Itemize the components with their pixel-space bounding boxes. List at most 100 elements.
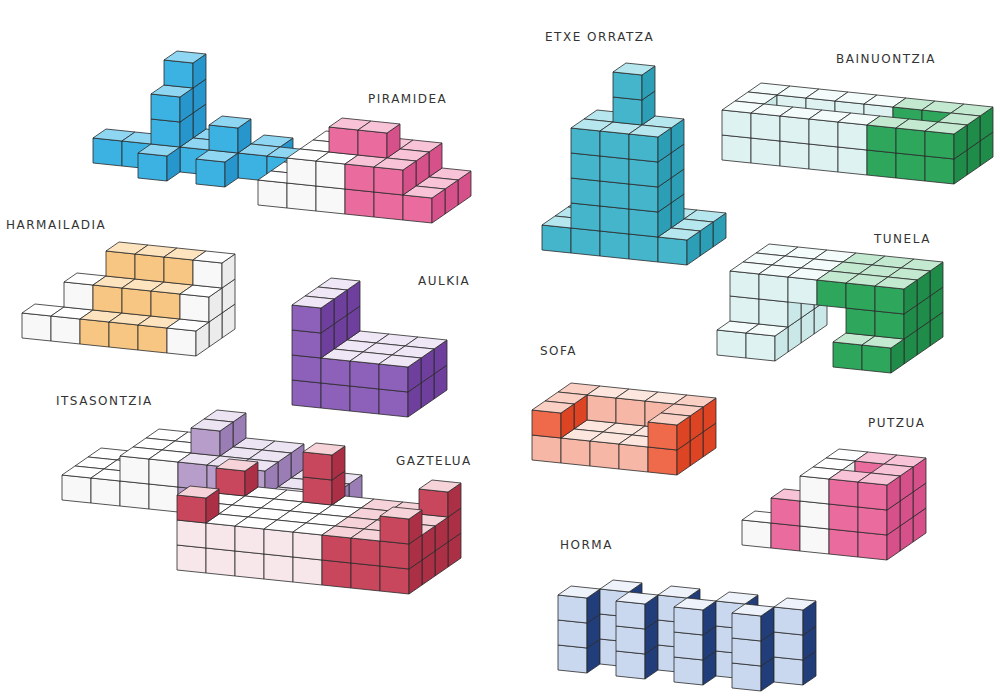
cube-face <box>149 484 178 512</box>
cube-face <box>206 523 235 551</box>
cube-face <box>616 626 645 654</box>
cube-face <box>258 180 287 208</box>
cube-face <box>287 183 316 211</box>
cube-face <box>759 274 788 302</box>
cube-face <box>358 130 387 158</box>
cube-face <box>138 325 167 353</box>
cube-face <box>600 131 629 159</box>
cube-face <box>532 435 561 463</box>
cube-face <box>838 147 867 175</box>
cube-face <box>561 438 590 466</box>
cube-face <box>380 541 409 569</box>
cube-face <box>809 144 838 172</box>
cube-face <box>358 121 400 133</box>
cube-face <box>532 410 561 438</box>
cube-face <box>216 468 245 496</box>
cube-face <box>91 478 120 506</box>
cube-face <box>674 632 703 660</box>
cube-face <box>80 319 109 347</box>
cube-face <box>149 459 178 487</box>
cube-face <box>216 459 258 471</box>
cube-face <box>419 489 448 517</box>
cube-face <box>571 128 600 156</box>
cube-face <box>303 443 345 455</box>
cube-face <box>613 63 655 75</box>
cube-face <box>209 116 251 128</box>
cube-face <box>571 178 600 206</box>
cube-face <box>351 563 380 591</box>
cube-face <box>858 473 900 485</box>
cube-face <box>829 479 858 507</box>
cube-face <box>648 447 677 475</box>
cube-face <box>177 495 206 523</box>
cube-face <box>379 389 408 417</box>
cube-face <box>780 141 809 169</box>
cube-face <box>613 72 642 100</box>
cube-face <box>629 234 658 262</box>
cube-face <box>817 280 846 308</box>
cube-face <box>350 361 379 389</box>
cube-face <box>925 156 954 184</box>
cube-face <box>925 122 967 134</box>
cube-face <box>571 203 600 231</box>
cube-face <box>379 364 408 392</box>
cube-face <box>587 395 616 423</box>
figure-label: PUTZUA <box>868 416 926 430</box>
cube-face <box>809 119 838 147</box>
cube-face <box>532 401 574 413</box>
cube-face <box>571 228 600 256</box>
cube-face <box>732 638 761 666</box>
cube-face <box>629 184 658 212</box>
cube-face <box>846 308 875 336</box>
cube-face <box>629 209 658 237</box>
cube-face <box>177 545 206 573</box>
cube-face <box>896 153 925 181</box>
cube-face <box>616 651 645 679</box>
cube-face <box>51 316 80 344</box>
cube-face <box>22 313 51 341</box>
cube-face <box>925 131 954 159</box>
cube-face <box>380 516 409 544</box>
cube-face <box>858 532 887 560</box>
cube-face <box>193 251 235 263</box>
cube-face <box>732 613 761 641</box>
cube-face <box>350 386 379 414</box>
cube-face <box>751 113 780 141</box>
cube-face <box>571 153 600 181</box>
cube-face <box>875 286 904 314</box>
cube-face <box>600 181 629 209</box>
cube-face <box>833 342 862 370</box>
cube-face <box>316 186 345 214</box>
cube-face <box>177 486 219 498</box>
cube-face <box>322 560 351 588</box>
cube-face <box>264 554 293 582</box>
cube-face <box>303 477 332 505</box>
cube-face <box>600 206 629 234</box>
cube-face <box>867 125 896 153</box>
cube-face <box>658 586 700 598</box>
cube-face <box>379 355 421 367</box>
cube-face <box>235 551 264 579</box>
cube-face <box>321 358 350 386</box>
cube-face <box>774 598 816 610</box>
cube-face <box>177 520 206 548</box>
cube-face <box>209 125 238 153</box>
cube-face <box>629 159 658 187</box>
cube-face <box>616 601 645 629</box>
figure-label: AULKIA <box>418 274 470 288</box>
cube-face <box>106 251 135 279</box>
cube-face <box>774 657 803 685</box>
cube-face <box>303 452 332 480</box>
cube-face <box>380 566 409 594</box>
cube-face <box>629 134 658 162</box>
cube-face <box>151 119 180 147</box>
cube-face <box>780 116 809 144</box>
cube-face <box>292 380 321 408</box>
cube-face <box>716 592 758 604</box>
figure-label: HARMAILADIA <box>6 218 106 232</box>
cube-face <box>771 498 800 526</box>
cube-face <box>542 225 571 253</box>
cube-face <box>122 288 151 316</box>
cube-face <box>191 419 233 431</box>
cube-face <box>345 189 374 217</box>
